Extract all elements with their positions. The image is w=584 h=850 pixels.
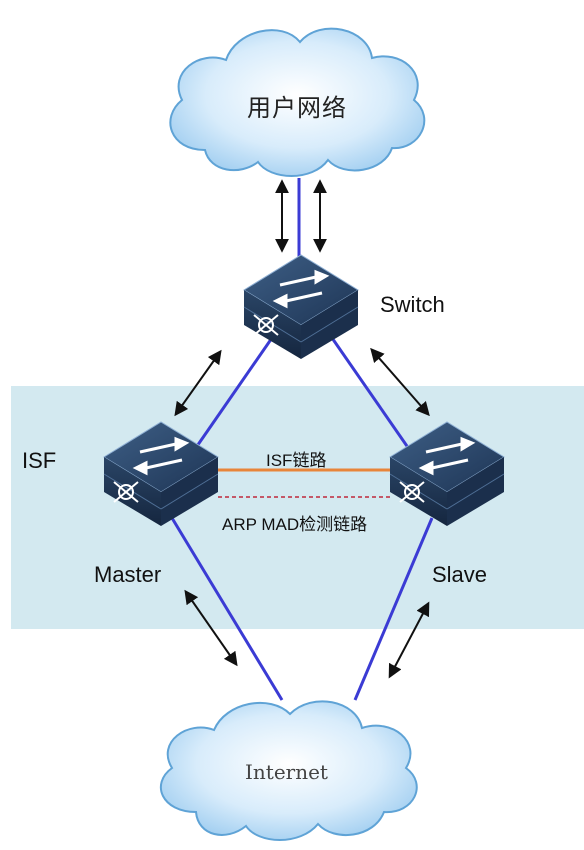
slave-device-icon bbox=[389, 421, 505, 526]
user-network-label: 用户网络 bbox=[247, 94, 347, 122]
isf-link-label: ISF链路 bbox=[266, 451, 327, 470]
arrow-switch-slave bbox=[370, 347, 430, 417]
user-network-cloud bbox=[169, 27, 426, 177]
slave-label: Slave bbox=[432, 562, 488, 587]
arrow-slave-internet bbox=[388, 601, 430, 679]
link-switch-master bbox=[184, 334, 276, 463]
arrow-switch-master bbox=[174, 349, 222, 417]
master-device-icon bbox=[103, 421, 219, 526]
switch-label: Switch bbox=[380, 292, 445, 317]
isf-region bbox=[11, 386, 584, 629]
internet-label: Internet bbox=[245, 760, 328, 784]
isf-region-label: ISF bbox=[22, 448, 57, 473]
arrow-master-internet bbox=[184, 589, 238, 667]
traffic-arrows bbox=[174, 179, 430, 679]
switch-device-icon bbox=[243, 254, 359, 359]
internet-cloud bbox=[160, 700, 418, 841]
master-label: Master bbox=[94, 562, 162, 587]
arp-mad-link-label: ARP MAD检测链路 bbox=[222, 515, 368, 534]
